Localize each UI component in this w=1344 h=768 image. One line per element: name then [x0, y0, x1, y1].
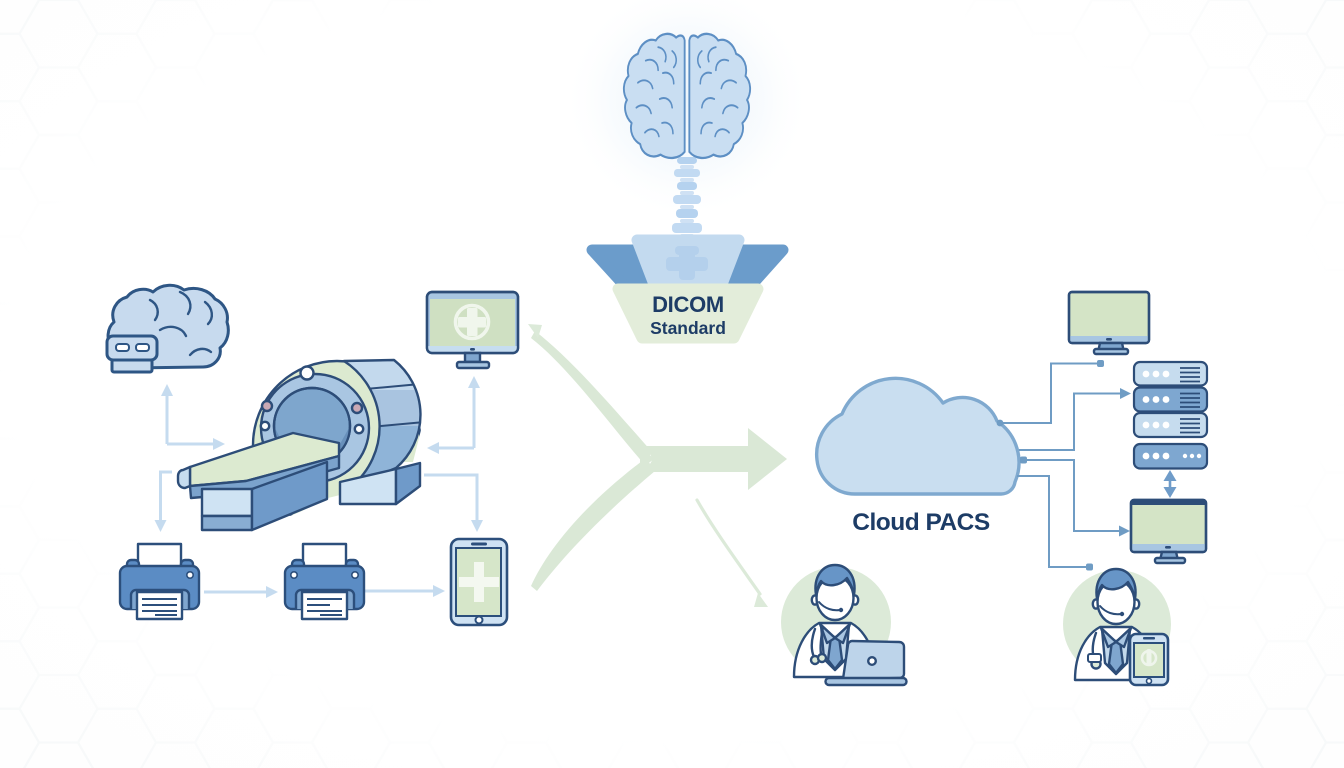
svg-text:DICOM: DICOM — [652, 292, 724, 317]
svg-text:Cloud PACS: Cloud PACS — [852, 509, 990, 536]
svg-text:Standard: Standard — [650, 318, 726, 338]
